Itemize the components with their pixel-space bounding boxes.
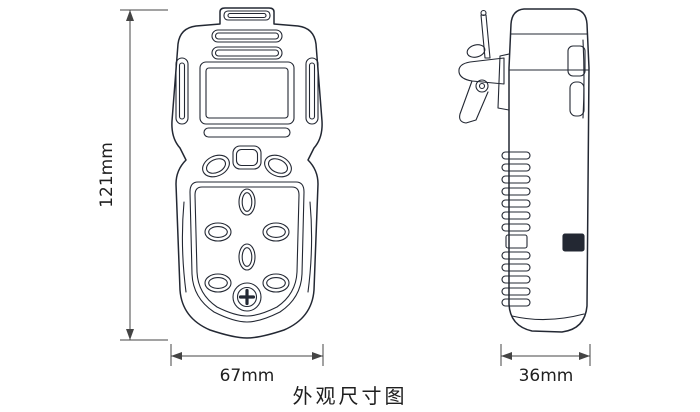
rib bbox=[501, 275, 531, 284]
clip-pivot bbox=[475, 79, 489, 93]
depth-arrow-right bbox=[579, 352, 590, 360]
antenna bbox=[480, 14, 491, 59]
width-arrow-right bbox=[312, 352, 323, 360]
left-edge-seam bbox=[181, 201, 187, 293]
screen-outer bbox=[199, 61, 295, 125]
right-bumper bbox=[305, 57, 319, 125]
alarm-slot-2 bbox=[211, 46, 283, 60]
rib bbox=[501, 251, 531, 260]
depth-dimension: 36mm bbox=[500, 344, 591, 386]
left-bumper-inner bbox=[178, 62, 186, 120]
rib bbox=[501, 175, 531, 184]
caption: 外观尺寸图 bbox=[293, 384, 408, 408]
top-slot-inner bbox=[227, 12, 267, 19]
rib bbox=[501, 163, 531, 172]
clip-arm bbox=[459, 80, 489, 124]
height-arrow-bottom bbox=[126, 329, 134, 340]
right-bumper-inner bbox=[308, 62, 316, 120]
rib bbox=[501, 287, 531, 296]
sensor-window-bottom bbox=[569, 81, 585, 117]
width-dimension: 67mm bbox=[170, 344, 324, 386]
width-dimension-label: 67mm bbox=[220, 366, 275, 386]
grille-hole-center-top bbox=[238, 188, 256, 216]
screw-inner bbox=[236, 286, 258, 308]
side-body-outline bbox=[508, 8, 590, 333]
depth-dimension-label: 36mm bbox=[519, 366, 574, 386]
alarm-slot-1-inner bbox=[214, 32, 280, 40]
left-button-inner bbox=[205, 158, 227, 174]
front-view-drawing bbox=[171, 7, 323, 339]
height-dimension-label: 121mm bbox=[97, 142, 117, 208]
left-button bbox=[202, 154, 230, 178]
width-arrow-left bbox=[171, 352, 182, 360]
alarm-slot-1 bbox=[211, 29, 283, 43]
clip-pivot-inner bbox=[478, 82, 486, 90]
grille-hole-center-mid-inner bbox=[241, 247, 253, 267]
rib bbox=[501, 211, 531, 220]
left-bumper bbox=[175, 57, 189, 125]
side-view-drawing bbox=[458, 8, 590, 333]
center-button bbox=[232, 145, 262, 170]
clip-ring bbox=[466, 44, 486, 58]
latch-block bbox=[562, 233, 585, 252]
grille-hole-right-2 bbox=[262, 273, 290, 293]
antenna-tip bbox=[480, 9, 487, 17]
clip-mount bbox=[497, 53, 510, 111]
sensor-window-top bbox=[567, 45, 586, 77]
rib bbox=[501, 223, 531, 232]
grille-hole-left-1-inner bbox=[208, 226, 228, 238]
rib bbox=[501, 263, 531, 272]
screen-inner bbox=[205, 67, 289, 119]
grille-outline bbox=[189, 181, 305, 323]
depth-arrow-left bbox=[501, 352, 512, 360]
clip-jaw bbox=[458, 57, 505, 85]
rib bbox=[501, 187, 531, 196]
height-dimension: 121mm bbox=[97, 9, 168, 341]
rib-connector bbox=[505, 234, 528, 249]
grille-hole-right-2-inner bbox=[266, 277, 286, 289]
alarm-slot-2-inner bbox=[214, 49, 280, 57]
rib bbox=[501, 199, 531, 208]
front-body-outline bbox=[171, 7, 323, 339]
right-edge-seam bbox=[307, 201, 313, 293]
right-button-inner bbox=[267, 158, 289, 174]
grille-hole-right-1 bbox=[262, 222, 290, 242]
grille-hole-left-2 bbox=[204, 273, 232, 293]
rib bbox=[501, 151, 531, 160]
center-button-inner bbox=[235, 148, 259, 167]
grille-hole-left-2-inner bbox=[208, 277, 228, 289]
grille-hole-right-1-inner bbox=[266, 226, 286, 238]
screw bbox=[232, 282, 262, 312]
under-screen-slot bbox=[203, 127, 291, 138]
bottom-seam bbox=[511, 313, 585, 321]
grille-hole-center-top-inner bbox=[241, 192, 253, 212]
top-slot-outer bbox=[223, 10, 271, 21]
rib bbox=[501, 298, 531, 307]
grille-outline-inner bbox=[194, 186, 300, 317]
grille-hole-left-1 bbox=[204, 222, 232, 242]
grille-hole-center-mid bbox=[238, 243, 256, 271]
right-button bbox=[264, 154, 292, 178]
height-arrow-top bbox=[126, 10, 134, 21]
